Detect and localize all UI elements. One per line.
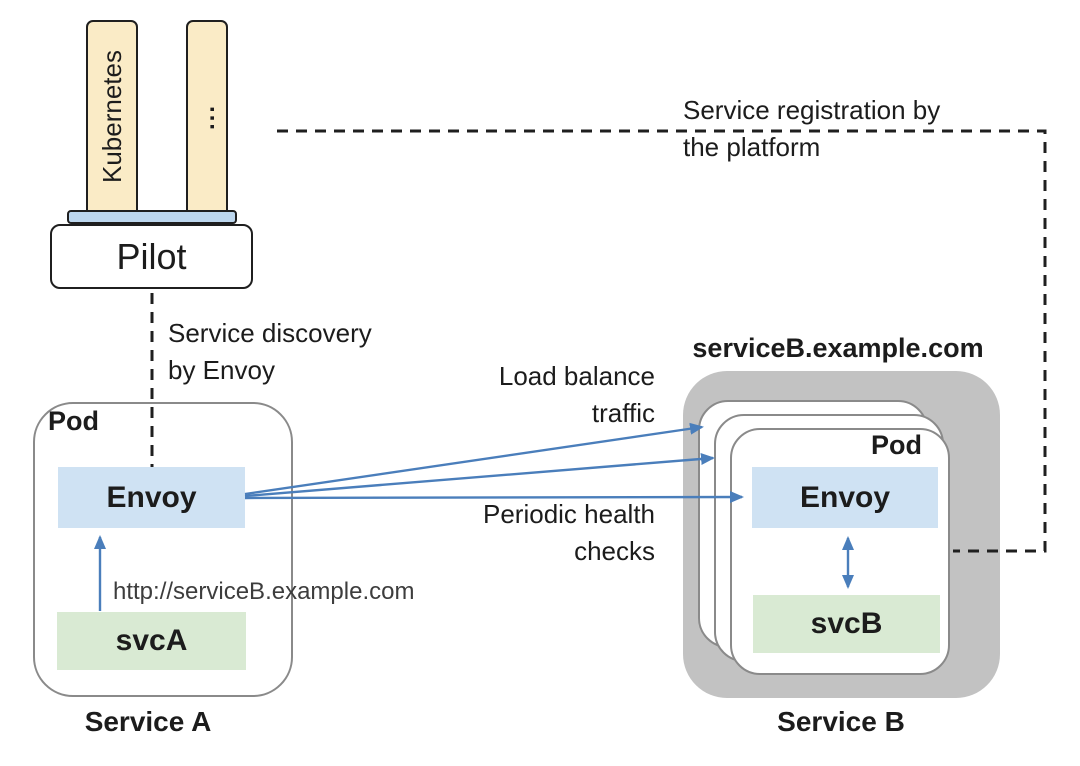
pilot-box: Pilot [50,224,253,289]
pilot-label: Pilot [116,235,187,277]
service-b-domain-label: serviceB.example.com [692,333,984,363]
http-request-url-label: http://serviceB.example.com [113,578,415,605]
platform-connector-bar [67,210,237,224]
service-a-svc-label: svcA [115,624,188,657]
service-a-envoy-label: Envoy [106,480,197,514]
service-registration-label: Service registration by the platform [683,95,941,162]
service-b-pod-label: Pod [871,430,922,460]
service-b-caption: Service B [777,706,905,737]
other-adapters-bar: ... [186,20,228,213]
service-b-envoy-box: Envoy [752,467,938,528]
kubernetes-adapter-bar: Kubernetes [86,20,138,213]
arrow-load-balance-2 [244,452,715,498]
ellipsis-label: ... [192,103,220,130]
service-b-svc-label: svcB [810,607,883,640]
service-a-pod-label: Pod [48,406,99,436]
service-a-svc-box: svcA [57,612,246,670]
periodic-health-label: Periodic health checks [483,499,655,566]
load-balance-label: Load balance traffic [498,361,655,428]
service-b-svc-box: svcB [753,595,940,653]
arrow-load-balance-1 [244,422,704,496]
service-a-caption: Service A [84,706,212,737]
service-discovery-label: Service discovery by Envoy [168,318,372,385]
kubernetes-label: Kubernetes [96,50,127,183]
service-b-envoy-label: Envoy [799,480,891,514]
service-a-envoy-box: Envoy [58,467,245,528]
